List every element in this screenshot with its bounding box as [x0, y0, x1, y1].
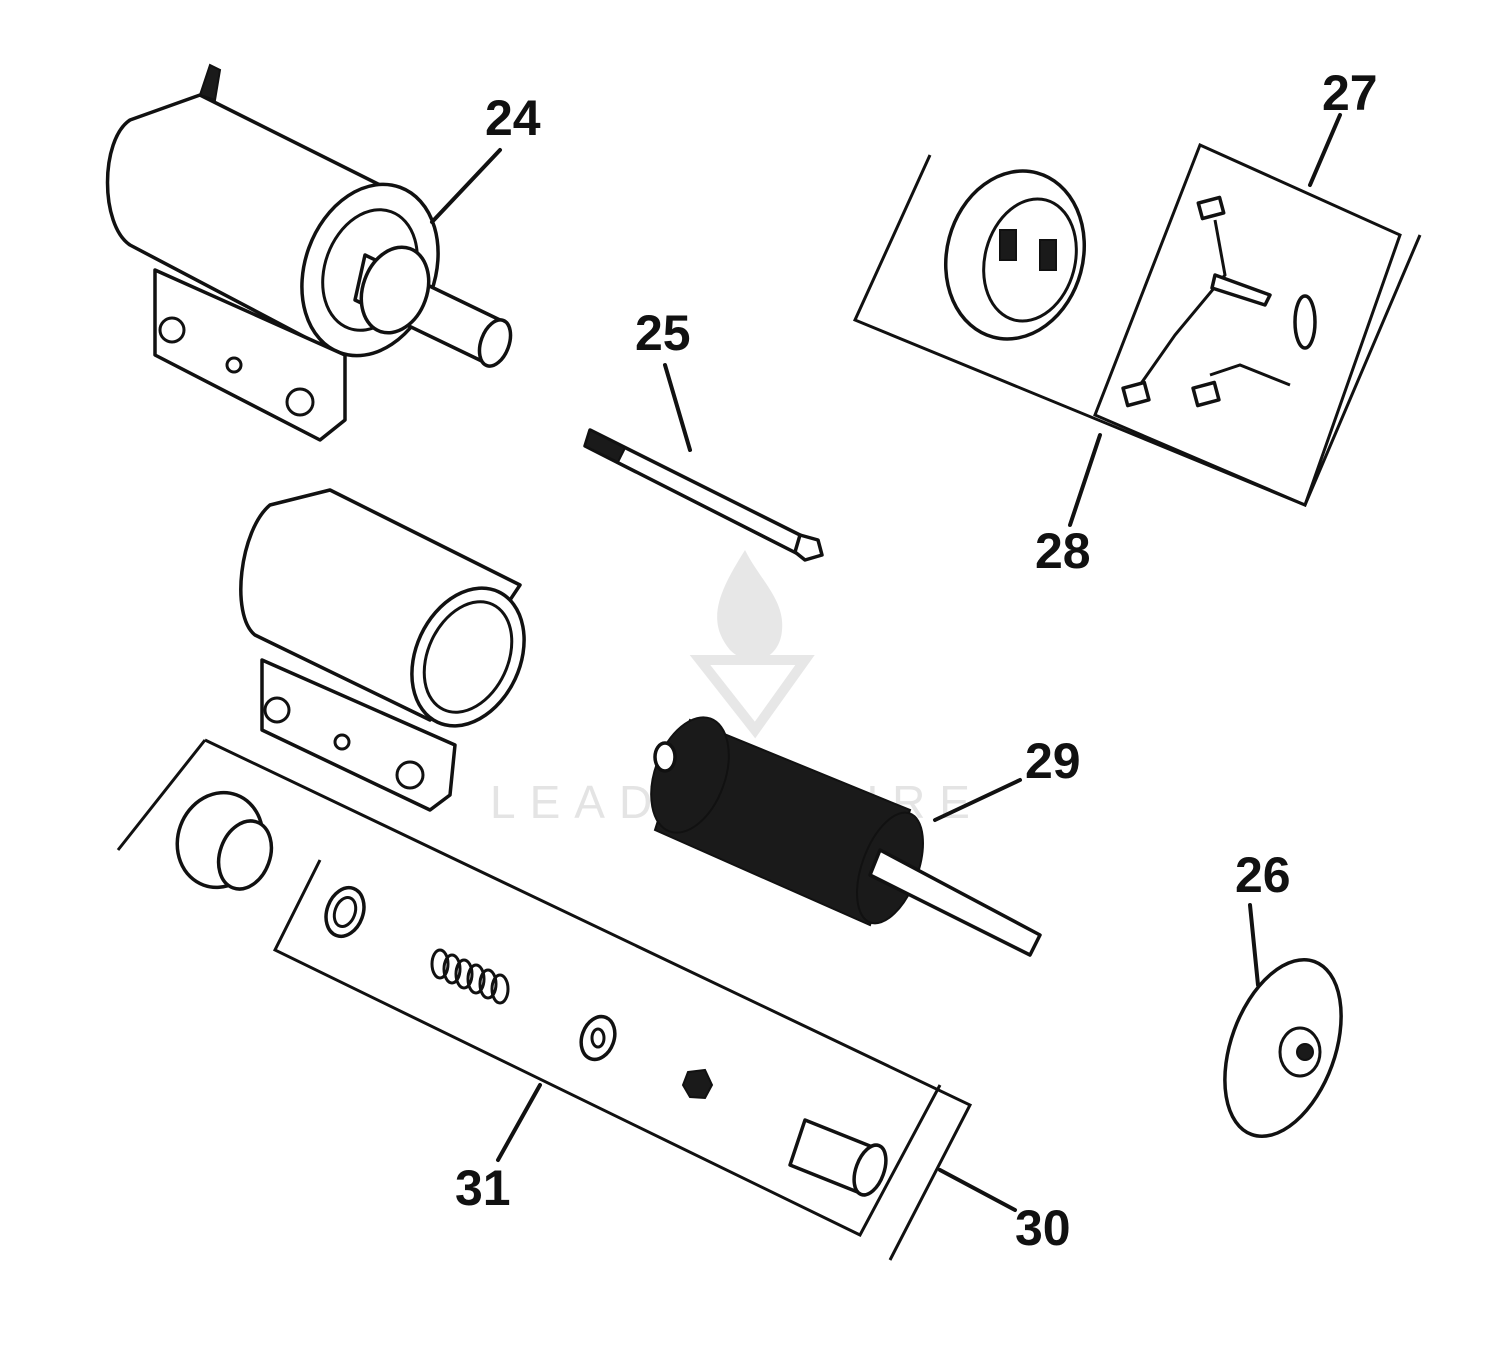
label-30: 30: [1015, 1200, 1071, 1256]
part-26-end-plate[interactable]: [1203, 944, 1364, 1152]
leader-line-24: [430, 148, 502, 224]
leader-line-29: [933, 778, 1022, 822]
label-31: 31: [455, 1160, 511, 1216]
leader-line-28: [1068, 433, 1102, 527]
leader-line-27: [1308, 113, 1342, 187]
leader-line-30: [938, 1168, 1017, 1212]
label-26: 26: [1235, 847, 1291, 903]
leader-line-25: [663, 363, 692, 452]
label-25: 25: [635, 305, 691, 361]
part-28-brush-holder-kit[interactable]: [852, 154, 1422, 507]
label-29: 29: [1025, 733, 1081, 789]
part-29-armature[interactable]: [637, 707, 1042, 957]
label-24: 24: [485, 90, 541, 146]
part-27-brush-kit[interactable]: [1093, 142, 1402, 508]
starter-housing[interactable]: [239, 488, 546, 812]
part-30-drive-kit[interactable]: [116, 738, 973, 1261]
part-25-through-bolt[interactable]: [583, 428, 824, 562]
label-28: 28: [1035, 523, 1091, 579]
part-24-starter-motor[interactable]: [105, 63, 517, 442]
leader-line-26: [1248, 903, 1260, 987]
watermark-logo: [689, 550, 815, 739]
leader-line-31: [496, 1083, 542, 1162]
label-27: 27: [1322, 65, 1378, 121]
